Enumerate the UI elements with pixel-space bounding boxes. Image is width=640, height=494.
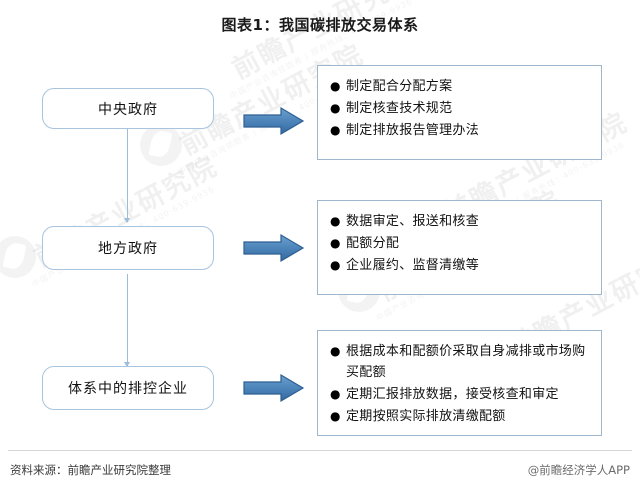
list-item: ● 数据审定、报送和核查 [330,211,593,232]
list-item-label: 制定核查技术规范 [346,101,453,116]
bullet-icon: ● [330,101,341,115]
bullet-icon: ● [330,344,341,358]
list-item-label: 制定配合分配方案 [346,79,453,94]
right-arrow-icon [243,233,305,263]
page-title: 图表1：我国碳排放交易体系 [221,16,419,34]
bullet-icon: ● [330,236,341,250]
bullet-icon: ● [330,258,341,272]
detail-box-local-government: ● 数据审定、报送和核查 ● 配额分配 ● 企业履约、监督清缴等 [317,200,602,295]
list-item: ● 定期汇报排放数据，接受核查和审定 [330,384,593,405]
connector-line-1-2 [124,128,130,223]
bullet-icon: ● [330,409,341,423]
list-item: ● 企业履约、监督清缴等 [330,255,593,276]
bullet-icon: ● [330,214,341,228]
actor-box-central-government[interactable]: 中央政府 [42,88,214,129]
list-item: ● 定期按照实际排放清缴配额 [330,406,593,427]
list-item: ● 制定配合分配方案 [330,76,593,97]
bullet-icon: ● [330,123,341,137]
list-item-label: 定期汇报排放数据，接受核查和审定 [346,387,559,402]
right-arrow-icon [243,373,305,403]
list-item: ● 配额分配 [330,233,593,254]
bullet-icon: ● [330,79,341,93]
list-item-label: 制定排放报告管理办法 [346,123,480,138]
list-item: ● 制定排放报告管理办法 [330,120,593,141]
watermark-logo-icon [140,124,182,166]
bullet-icon: ● [330,387,341,401]
watermark-logo-icon [0,236,36,278]
right-arrow-icon [243,106,305,136]
footer-divider [8,450,632,451]
source-note: 资料来源：前瞻产业研究院整理 [10,463,171,477]
actor-box-local-government[interactable]: 地方政府 [42,226,214,270]
list-item-label: 根据成本和配额价采取自身减排或市场购买配额 [346,344,586,380]
list-item: ● 根据成本和配额价采取自身减排或市场购买配额 [330,341,593,383]
list-item: ● 制定核查技术规范 [330,98,593,119]
list-item-label: 企业履约、监督清缴等 [346,258,480,273]
detail-box-covered-enterprises: ● 根据成本和配额价采取自身减排或市场购买配额 ● 定期汇报排放数据，接受核查和… [317,330,602,436]
connector-arrowhead-icon [124,362,130,367]
connector-line-2-3 [124,274,130,367]
list-item-label: 数据审定、报送和核查 [346,214,480,229]
actor-box-covered-enterprises[interactable]: 体系中的排控企业 [42,366,214,410]
detail-box-central-government: ● 制定配合分配方案 ● 制定核查技术规范 ● 制定排放报告管理办法 [317,65,602,160]
attribution-note: @前瞻经济学人APP [527,463,630,477]
connector-arrowhead-icon [124,218,130,223]
list-item-label: 配额分配 [346,236,400,251]
list-item-label: 定期按照实际排放清缴配额 [346,409,506,424]
